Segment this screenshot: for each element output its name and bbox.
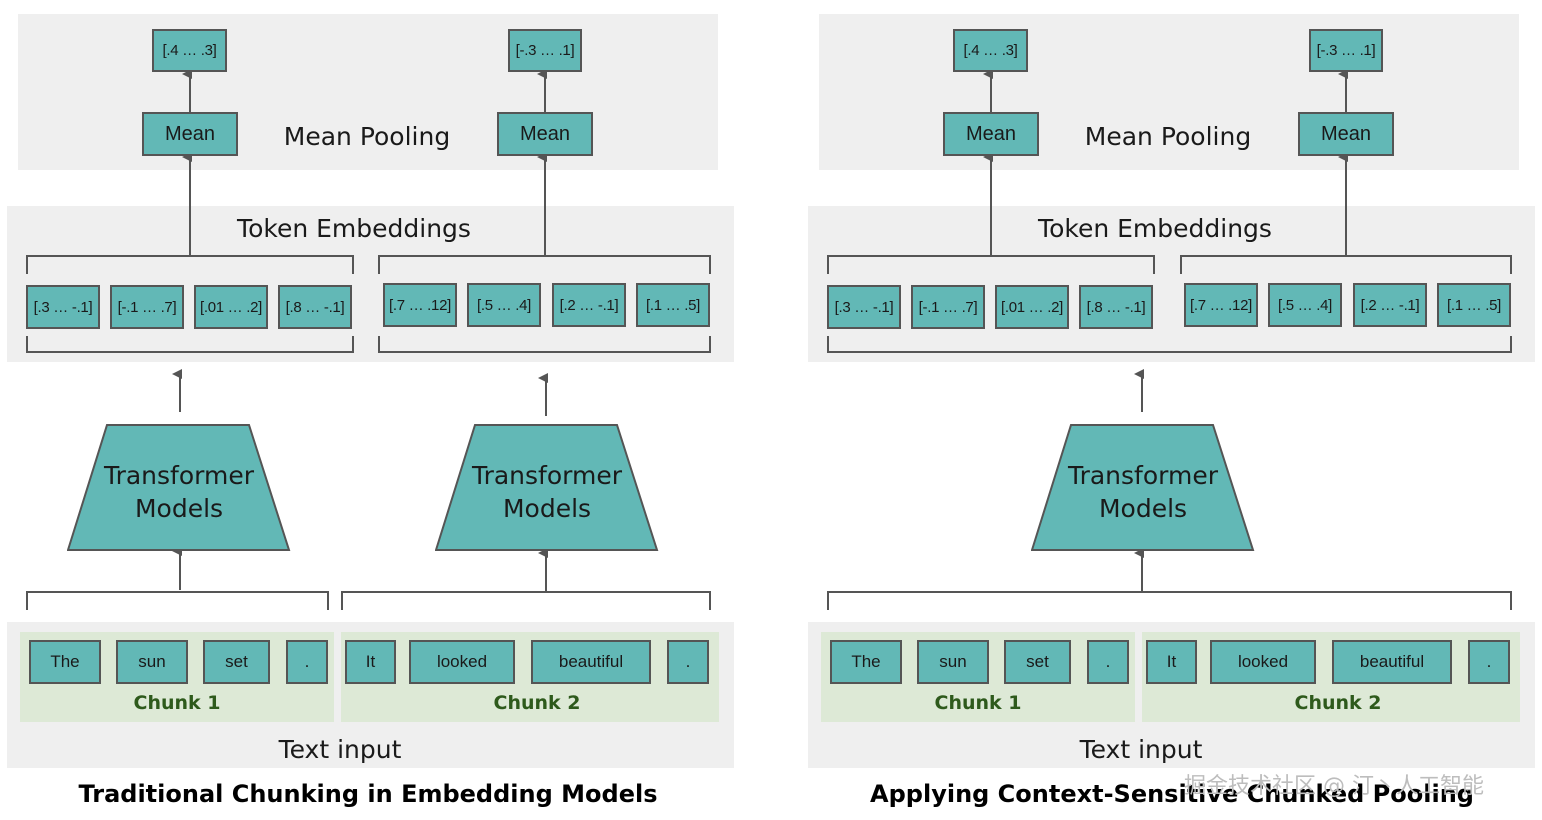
right-token-period-1: . [1087,640,1129,684]
right-mean-box-2: Mean [1298,112,1394,156]
right-token-it: It [1146,640,1197,684]
left-embedding-1: [.3 … -.1] [26,285,100,329]
left-token-beautiful: beautiful [531,640,651,684]
right-embedding-8: [.1 … .5] [1437,283,1511,327]
right-pooled-vector-2: [-.3 … .1] [1309,29,1383,72]
left-embedding-8: [.1 … .5] [636,283,710,327]
right-chunk2-bg [1142,632,1520,722]
right-mean-box-1: Mean [943,112,1039,156]
right-embedding-3: [.01 … .2] [995,285,1069,329]
left-token-embeddings-label: Token Embeddings [237,214,471,243]
left-embedding-6: [.5 … .4] [467,283,541,327]
left-pooling-panel [18,14,718,170]
left-embedding-4: [.8 … -.1] [278,285,352,329]
left-token-it: It [345,640,396,684]
transformer-label-line2: Models [1098,494,1188,523]
left-mean-box-1: Mean [142,112,238,156]
right-pooled-vector-1: [.4 … .3] [953,29,1028,72]
right-token-embeddings-label: Token Embeddings [1038,214,1272,243]
left-chunk2-bg [341,632,719,722]
left-token-period-1: . [286,640,328,684]
transformer-label-line2: Models [502,494,592,523]
right-token-looked: looked [1210,640,1316,684]
left-pooled-vector-2: [-.3 … .1] [508,29,582,72]
left-text-input-label: Text input [278,735,402,764]
right-embedding-6: [.5 … .4] [1268,283,1342,327]
right-embedding-4: [.8 … -.1] [1079,285,1153,329]
right-embedding-1: [.3 … -.1] [827,285,901,329]
right-token-beautiful: beautiful [1332,640,1452,684]
right-diagram-title: Applying Context-Sensitive Chunked Pooli… [870,780,1474,808]
right-chunk1-label: Chunk 1 [934,692,1022,714]
left-token-looked: looked [409,640,515,684]
left-token-the: The [29,640,101,684]
left-embedding-5: [.7 … .12] [383,283,457,327]
right-embedding-7: [.2 … -.1] [1353,283,1427,327]
right-pooling-panel [819,14,1519,170]
right-embedding-5: [.7 … .12] [1184,283,1258,327]
left-embedding-7: [.2 … -.1] [552,283,626,327]
right-mean-pooling-label: Mean Pooling [1084,122,1252,151]
transformer-label-line1: Transformer [471,461,622,490]
left-token-sun: sun [116,640,188,684]
right-embedding-2: [-.1 … .7] [911,285,985,329]
left-mean-box-2: Mean [497,112,593,156]
left-token-set: set [203,640,270,684]
left-diagram-title: Traditional Chunking in Embedding Models [78,780,658,808]
watermark-text: 掘金技术社区 @ 汀丶人工智能 [1184,774,1484,799]
left-mean-pooling-label: Mean Pooling [283,122,451,151]
right-token-set: set [1004,640,1071,684]
transformer-label-line1: Transformer [1067,461,1218,490]
left-chunk1-label: Chunk 1 [133,692,221,714]
left-pooled-vector-1: [.4 … .3] [152,29,227,72]
right-token-sun: sun [917,640,989,684]
right-text-input-label: Text input [1079,735,1203,764]
transformer-label-line2: Models [134,494,224,523]
left-token-period-2: . [667,640,709,684]
left-embedding-2: [-.1 … .7] [110,285,184,329]
transformer-label-line1: Transformer [103,461,254,490]
left-embedding-3: [.01 … .2] [194,285,268,329]
left-chunk2-label: Chunk 2 [493,692,581,714]
right-token-the: The [830,640,902,684]
right-token-period-2: . [1468,640,1510,684]
right-chunk2-label: Chunk 2 [1294,692,1382,714]
